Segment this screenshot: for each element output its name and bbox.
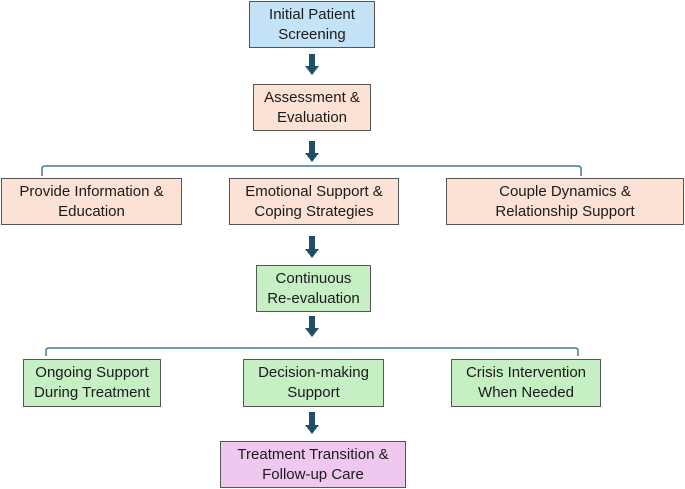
arrow-assessment-to-branches (305, 141, 319, 162)
node-treatment-transition: Treatment Transition & Follow-up Care (220, 441, 406, 488)
node-assessment: Assessment & Evaluation (253, 84, 371, 131)
node-ongoing-support: Ongoing Support During Treatment (23, 359, 161, 407)
node-couple-dynamics-label: Couple Dynamics & Relationship Support (495, 182, 635, 220)
node-initial-screening: Initial Patient Screening (249, 1, 375, 48)
arrow-decision-to-transition (305, 412, 319, 434)
arrow-branches-to-reevaluation (305, 236, 319, 258)
branch-bracket-bottom (45, 347, 579, 356)
node-continuous-reevaluation-label: Continuous Re-evaluation (267, 269, 360, 307)
node-initial-screening-label: Initial Patient Screening (269, 5, 355, 43)
node-assessment-label: Assessment & Evaluation (264, 88, 360, 126)
node-emotional-support: Emotional Support & Coping Strategies (229, 178, 399, 225)
node-crisis-intervention-label: Crisis Intervention When Needed (465, 364, 587, 401)
node-couple-dynamics: Couple Dynamics & Relationship Support (446, 178, 684, 225)
node-decision-making-label: Decision-making Support (258, 364, 369, 401)
node-crisis-intervention: Crisis Intervention When Needed (451, 359, 601, 407)
node-provide-information: Provide Information & Education (1, 178, 182, 225)
node-ongoing-support-label: Ongoing Support During Treatment (34, 364, 150, 401)
node-treatment-transition-label: Treatment Transition & Follow-up Care (237, 445, 389, 483)
node-provide-information-label: Provide Information & Education (19, 182, 164, 220)
node-decision-making: Decision-making Support (243, 359, 384, 407)
arrow-reevaluation-to-branches (305, 316, 319, 337)
node-continuous-reevaluation: Continuous Re-evaluation (256, 265, 371, 312)
node-emotional-support-label: Emotional Support & Coping Strategies (245, 182, 383, 220)
arrow-screening-to-assessment (305, 54, 319, 75)
branch-bracket-top (41, 165, 582, 176)
